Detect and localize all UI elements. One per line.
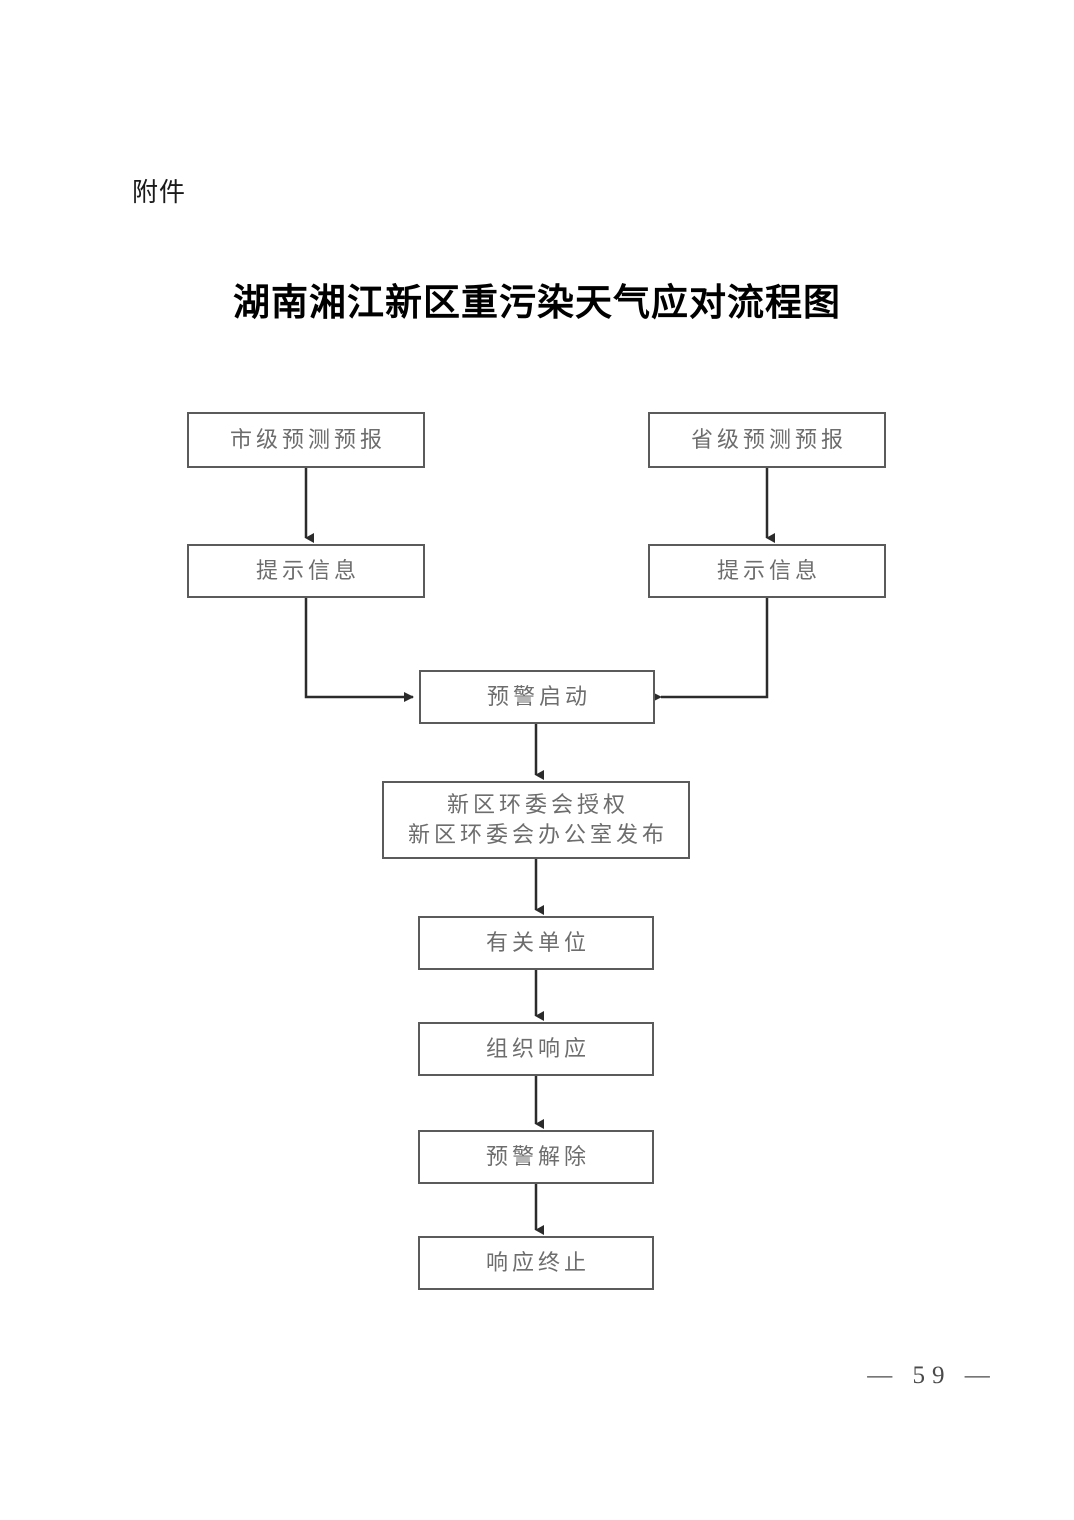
node-city-forecast: 市级预测预报 <box>187 412 425 468</box>
page-title: 湖南湘江新区重污染天气应对流程图 <box>233 283 841 324</box>
page-number: — 59 — <box>867 1362 997 1389</box>
page-footer: — 59 — <box>0 1362 1074 1390</box>
node-relevant-units: 有关单位 <box>418 916 654 970</box>
node-city-notice: 提示信息 <box>187 544 425 598</box>
node-organize-response: 组织响应 <box>418 1022 654 1076</box>
node-label: 省级预测预报 <box>690 427 847 453</box>
node-warning-start: 预警启动 <box>419 670 655 724</box>
attachment-label: 附件 <box>132 178 187 208</box>
node-label: 提示信息 <box>255 558 360 584</box>
edge-prov-notice-to-warning-start <box>652 598 769 702</box>
node-response-end: 响应终止 <box>418 1236 654 1290</box>
node-label-line-1: 新区环委会授权 <box>446 792 629 818</box>
node-label: 预警解除 <box>485 1144 590 1170</box>
node-authorize-and-publish: 新区环委会授权 新区环委会办公室发布 <box>382 781 690 859</box>
node-label: 组织响应 <box>485 1036 590 1062</box>
node-provincial-forecast: 省级预测预报 <box>648 412 886 468</box>
node-label: 市级预测预报 <box>229 427 386 453</box>
node-label: 响应终止 <box>485 1250 590 1276</box>
node-label: 有关单位 <box>485 930 590 956</box>
node-label: 预警启动 <box>486 684 591 710</box>
node-label: 提示信息 <box>716 558 821 584</box>
edge-city-notice-to-warning-start <box>304 598 414 702</box>
node-label-line-2: 新区环委会办公室发布 <box>407 822 668 847</box>
node-provincial-notice: 提示信息 <box>648 544 886 598</box>
node-warning-lift: 预警解除 <box>418 1130 654 1184</box>
